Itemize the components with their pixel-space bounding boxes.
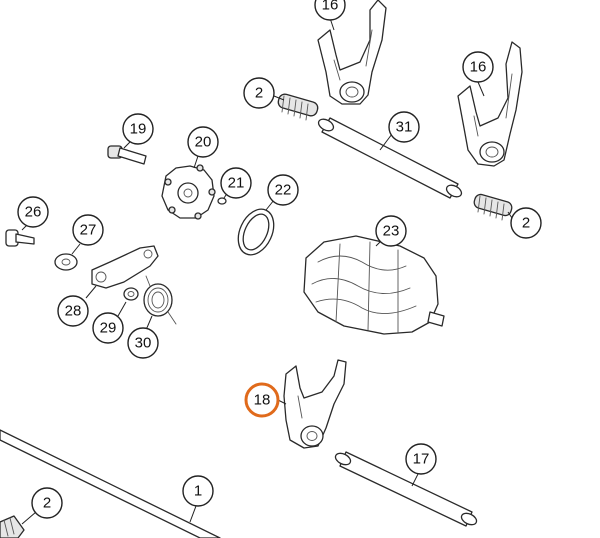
- spring-2-right[interactable]: [473, 193, 513, 221]
- callout-29: 29: [92, 312, 124, 344]
- pin-21[interactable]: [217, 197, 227, 205]
- seal-ring-22[interactable]: [231, 203, 280, 260]
- svg-text:17: 17: [413, 451, 430, 468]
- svg-text:23: 23: [383, 223, 400, 240]
- svg-text:1: 1: [194, 483, 202, 500]
- callout-26: 26: [17, 196, 49, 228]
- svg-text:31: 31: [396, 119, 413, 136]
- washer-29[interactable]: [123, 287, 139, 301]
- shaft-1[interactable]: [0, 429, 221, 538]
- svg-text:20: 20: [195, 134, 212, 151]
- spring-30[interactable]: [143, 275, 177, 325]
- svg-text:28: 28: [65, 303, 82, 320]
- svg-text:16: 16: [470, 59, 487, 76]
- callout-16-top: 16: [314, 0, 346, 21]
- spring-2-bottom[interactable]: [0, 515, 25, 538]
- callout-21: 21: [220, 167, 252, 199]
- svg-text:16: 16: [322, 0, 339, 14]
- callout-30: 30: [127, 327, 159, 359]
- spring-2-top[interactable]: [277, 93, 319, 121]
- callout-2-bottom: 2: [31, 487, 63, 519]
- shift-fork-16-top[interactable]: [317, 0, 387, 105]
- callout-23: 23: [375, 215, 407, 247]
- svg-text:2: 2: [255, 85, 263, 102]
- shift-rail-17[interactable]: [334, 451, 479, 527]
- shift-fork-16-right[interactable]: [457, 41, 523, 167]
- callout-22: 22: [267, 174, 299, 206]
- shift-star-20[interactable]: [161, 164, 216, 220]
- callout-18-highlighted[interactable]: 18: [244, 382, 280, 418]
- shift-drum-23[interactable]: [303, 235, 445, 335]
- shift-fork-18[interactable]: [283, 359, 347, 449]
- svg-text:27: 27: [80, 222, 97, 239]
- bolt-19[interactable]: [107, 145, 147, 165]
- shift-lever-28[interactable]: [91, 245, 159, 289]
- bolt-26[interactable]: [5, 229, 35, 247]
- callout-1: 1: [182, 475, 214, 507]
- callout-17: 17: [405, 443, 437, 475]
- washer-27[interactable]: [54, 253, 78, 271]
- callout-31: 31: [388, 111, 420, 143]
- svg-text:21: 21: [228, 175, 245, 192]
- svg-text:29: 29: [100, 320, 117, 337]
- callout-2-right: 2: [510, 207, 542, 239]
- svg-text:2: 2: [43, 495, 51, 512]
- callout-16-right: 16: [462, 51, 494, 83]
- callout-19: 19: [122, 113, 154, 145]
- svg-text:18: 18: [254, 392, 271, 409]
- svg-text:2: 2: [522, 215, 530, 232]
- shift-rail-31[interactable]: [317, 117, 464, 199]
- svg-text:19: 19: [130, 121, 147, 138]
- svg-text:30: 30: [135, 335, 152, 352]
- callout-27: 27: [72, 214, 104, 246]
- callout-28: 28: [57, 295, 89, 327]
- svg-text:22: 22: [275, 182, 292, 199]
- svg-text:26: 26: [25, 204, 42, 221]
- callout-2-top: 2: [243, 77, 275, 109]
- callout-20: 20: [187, 126, 219, 158]
